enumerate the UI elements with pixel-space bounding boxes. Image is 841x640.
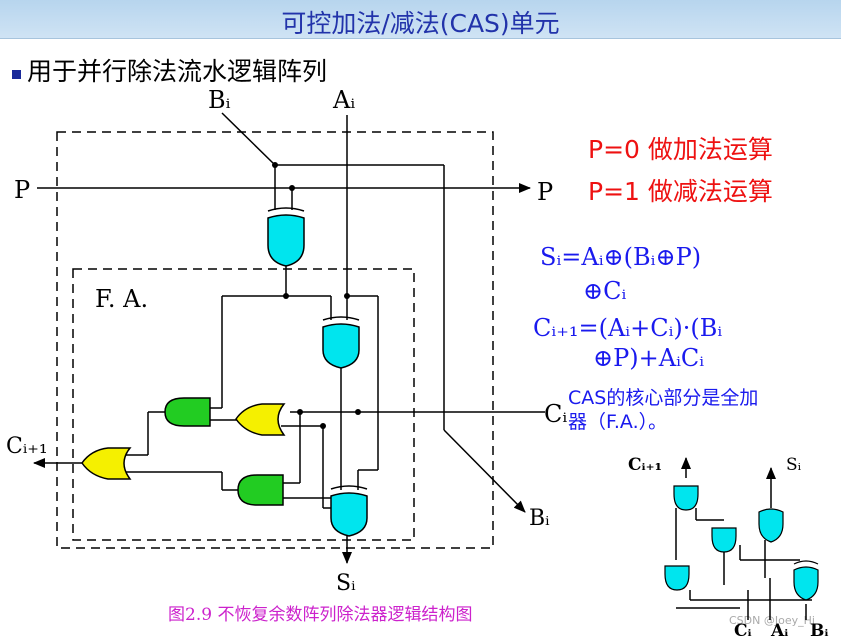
watermark: CSDN @Joey_Hi [729,614,815,627]
rule-add: P=0 做加法运算 [588,135,773,164]
mini-sum-label: Sᵢ [786,455,802,475]
xor-gate-a-bp [322,316,360,369]
bullet-text: 用于并行除法流水逻辑阵列 [27,57,328,86]
cas-unit-boundary [56,131,494,549]
xor-gate-b-p [267,207,305,267]
wires [33,112,545,564]
slide-title: 可控加法/减法(CAS)单元 [281,9,560,38]
mini-c-in-label: Cᵢ [734,621,752,640]
output-p-label: P [537,178,553,206]
input-b-label: Bᵢ [208,86,231,114]
or-gate-a-c [235,403,286,436]
rule-subtract: P=1 做减法运算 [588,177,773,206]
bullet-square-icon [12,69,21,79]
xor-gate-sum [330,485,368,537]
mini-circuit: Cᵢ₊₁ Sᵢ Cᵢ Aᵢ Bᵢ [628,455,828,640]
fa-boundary [72,268,415,541]
output-carry-label: Cᵢ₊₁ [6,434,48,459]
mini-a-in-label: Aᵢ [770,621,788,640]
and-gate-carry-1 [164,397,211,427]
mini-carry-out-label: Cᵢ₊₁ [628,455,662,475]
input-p-label: P [14,176,30,204]
fa-note: CAS的核心部分是全加器（F.A.）。 [568,387,759,433]
sum-formula-line2: ⊕Cᵢ [583,277,627,305]
carry-formula-line1: Cᵢ₊₁=(Aᵢ+Cᵢ)·(Bᵢ [533,314,723,342]
sum-formula-line1: Sᵢ=Aᵢ⊕(Bᵢ⊕P) [540,243,702,271]
output-s-label: Sᵢ [336,571,356,596]
output-b-label: Bᵢ [529,506,550,531]
input-a-label: Aᵢ [332,86,355,114]
or-gate-carry-out [81,447,132,480]
junction-dots [272,162,361,501]
fa-label: F. A. [95,285,148,313]
and-gate-carry-2 [237,474,284,506]
bullet-item: 用于并行除法流水逻辑阵列 [12,52,327,88]
input-c-label: Cᵢ [544,400,567,428]
mini-b-in-label: Bᵢ [810,621,828,640]
figure-caption: 图2.9 不恢复余数阵列除法器逻辑结构图 [168,605,473,625]
carry-formula-line2: ⊕P)+AᵢCᵢ [593,344,705,372]
title-bar: 可控加法/减法(CAS)单元 [0,0,841,39]
